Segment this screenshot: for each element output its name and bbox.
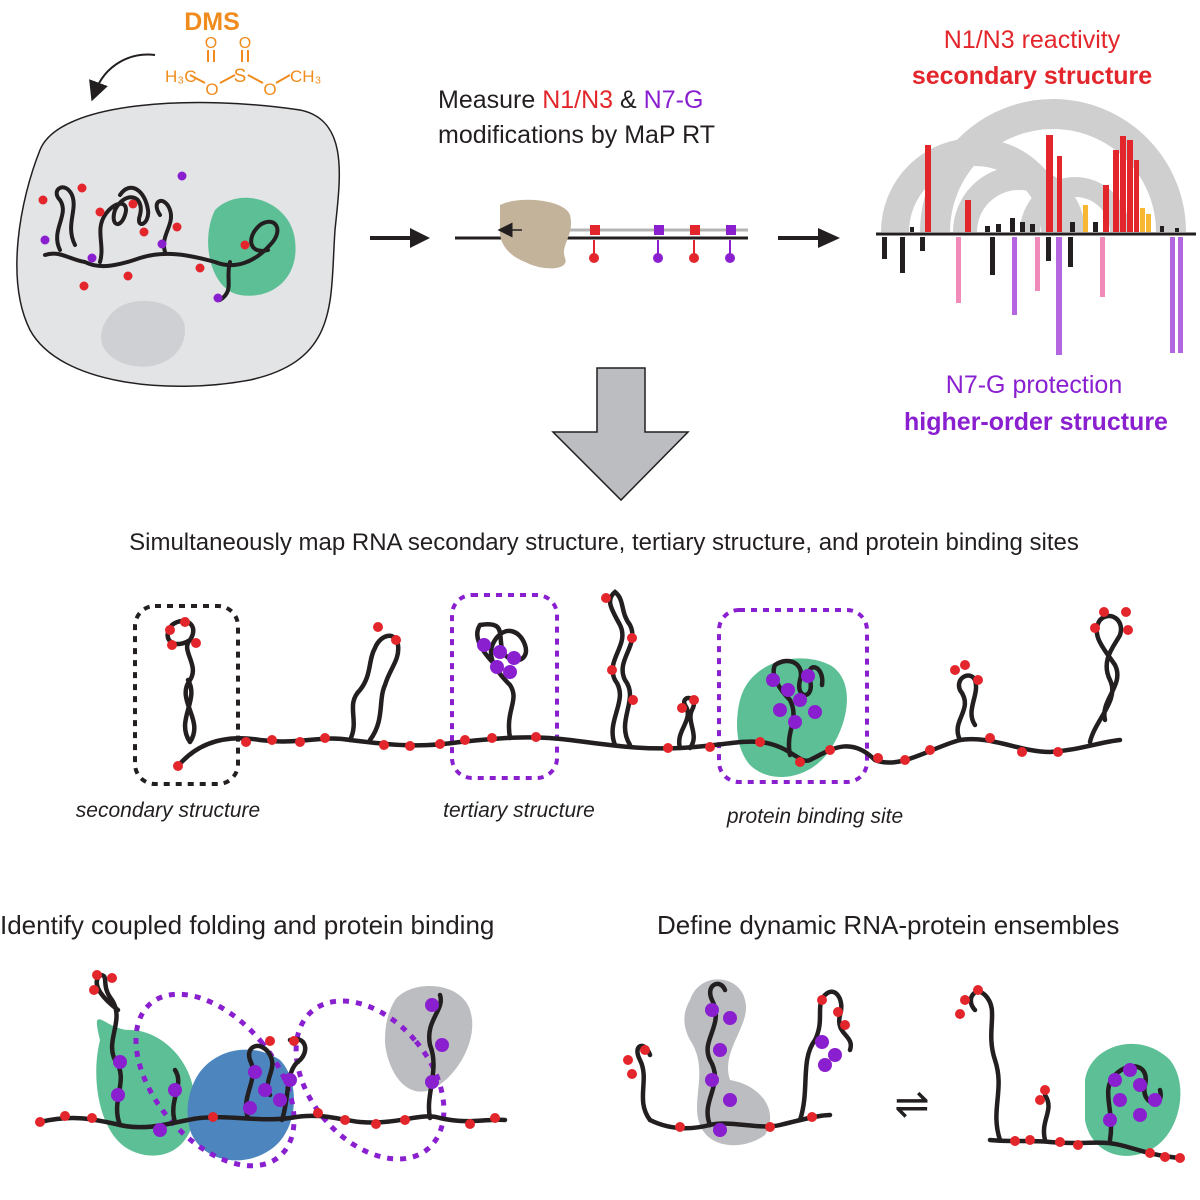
nucleus bbox=[100, 300, 185, 367]
n7g-subtitle: higher-order structure bbox=[904, 408, 1168, 436]
ensemble-state-1 bbox=[623, 979, 854, 1146]
chem-s: S bbox=[234, 66, 247, 87]
dms-label: DMS bbox=[184, 8, 240, 36]
rt-rna-marks bbox=[589, 240, 735, 263]
step-arrow-1 bbox=[370, 228, 430, 248]
top-bars bbox=[910, 135, 1179, 232]
overview-red-marks bbox=[165, 593, 1133, 771]
measure-n7g: N7-G bbox=[644, 86, 704, 114]
overview-purple-marks bbox=[477, 638, 822, 729]
cell-diagram bbox=[16, 101, 341, 387]
chem-o-top1: O bbox=[205, 35, 217, 52]
overview-rna-strand bbox=[165, 589, 1124, 769]
reverse-transcriptase bbox=[499, 199, 572, 269]
measure-amp: & bbox=[620, 86, 644, 114]
bottom-left-title: Identify coupled folding and protein bin… bbox=[0, 910, 494, 940]
step-arrow-2 bbox=[778, 228, 840, 248]
measure-line1: Measure N1/N3 & N7-G bbox=[438, 86, 703, 114]
cell-red-marks bbox=[38, 183, 250, 291]
protein-binding-box bbox=[717, 608, 869, 784]
chem-o-left: O bbox=[205, 80, 218, 99]
chem-h3c: H₃C bbox=[165, 67, 196, 86]
chem-ch3: CH₃ bbox=[290, 67, 321, 86]
n1n3-title: N1/N3 reactivity bbox=[944, 26, 1121, 54]
chem-o-top2: O bbox=[239, 35, 251, 52]
bottom-right-title: Define dynamic RNA-protein ensembles bbox=[657, 910, 1119, 940]
map-rt-diagram bbox=[455, 199, 748, 269]
big-down-arrow bbox=[551, 367, 690, 502]
chem-o-right: O bbox=[263, 80, 276, 99]
ensemble-state-2 bbox=[955, 985, 1185, 1163]
measure-word: Measure bbox=[438, 86, 542, 114]
measure-n1n3: N1/N3 bbox=[542, 86, 613, 114]
equilibrium-arrows: ⇌ bbox=[894, 1080, 929, 1127]
dms-chemical: DMS H₃C O S O O O CH₃ bbox=[165, 8, 321, 99]
dms-entry-arrow bbox=[89, 53, 156, 102]
label-tertiary: tertiary structure bbox=[443, 799, 595, 822]
measure-line2: modifications by MaP RT bbox=[438, 121, 715, 149]
n7g-title: N7-G protection bbox=[946, 371, 1122, 399]
label-secondary: secondary structure bbox=[76, 799, 260, 822]
cell-body bbox=[16, 101, 341, 387]
rna-overview bbox=[133, 589, 1133, 786]
cell-rna bbox=[43, 185, 280, 302]
main-banner: Simultaneously map RNA secondary structu… bbox=[129, 529, 1079, 556]
rt-cdna-marks bbox=[590, 225, 736, 235]
n1n3-subtitle: secondary structure bbox=[912, 62, 1152, 90]
cell-purple-marks bbox=[40, 171, 223, 303]
tertiary-structure-box bbox=[450, 593, 559, 780]
reactivity-profile bbox=[876, 99, 1196, 355]
bottom-bars bbox=[882, 237, 1183, 355]
label-protein: protein binding site bbox=[726, 805, 903, 828]
coupled-folding-panel bbox=[35, 970, 508, 1169]
